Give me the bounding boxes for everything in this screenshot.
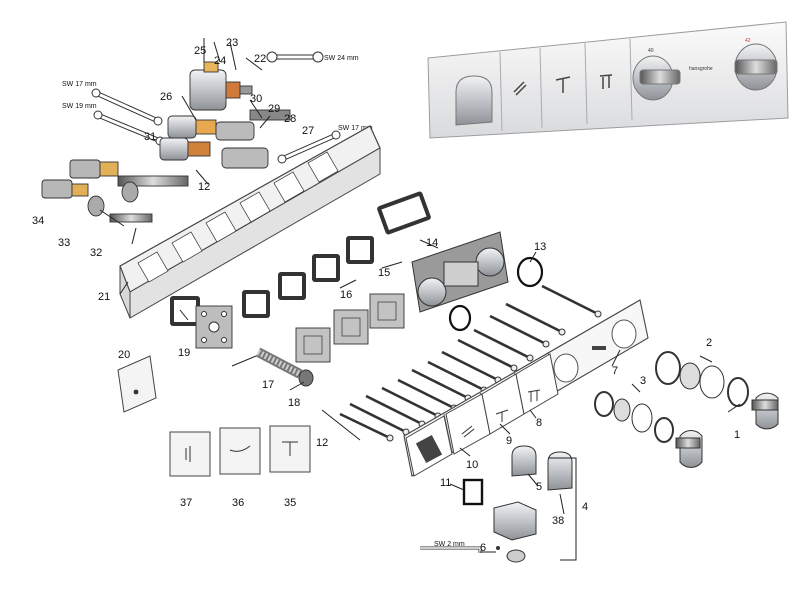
callout: 34	[32, 215, 44, 227]
knob-1	[751, 392, 779, 430]
callout: 16	[340, 289, 352, 301]
callout: 10	[466, 459, 478, 471]
frame-11	[462, 478, 484, 506]
cover-plate-35	[269, 425, 311, 473]
callout: 36	[232, 497, 244, 509]
button-panel	[405, 353, 559, 477]
callout: 8	[536, 417, 542, 429]
callout: 28	[284, 113, 296, 125]
wrench-sw24: SW 24 mm	[266, 51, 359, 63]
callout: 33	[58, 237, 70, 249]
callout: 31	[144, 131, 156, 143]
valve-body	[411, 231, 509, 313]
mounting-frame	[119, 125, 381, 319]
handshower-icon	[513, 81, 527, 96]
mounting-plate-19	[195, 305, 233, 349]
callout: 11	[440, 477, 451, 489]
callout: 27	[302, 125, 314, 137]
product-photo: hansgrohe 40 42	[427, 21, 789, 139]
brand-label: hansgrohe	[689, 66, 713, 72]
callout: 2	[706, 337, 712, 349]
callout: 32	[90, 247, 102, 259]
callout: 9	[506, 435, 512, 447]
callouts: 1 2 3 4 5 6 7 8 9 10 11 12 12 13 14 15 1…	[32, 37, 740, 554]
callout: 14	[426, 237, 438, 249]
callout: 35	[284, 497, 296, 509]
dial-mark-left: 40	[648, 48, 654, 54]
callout: 12	[316, 437, 328, 449]
tool-label: SW 17 mm	[62, 81, 97, 88]
fitting-18	[298, 369, 314, 387]
gasket-plates-16	[295, 293, 405, 363]
callout: 6	[480, 542, 486, 554]
callout: 37	[180, 497, 192, 509]
hose-17	[255, 347, 303, 379]
leader-lines	[99, 38, 741, 561]
callout: 5	[536, 481, 542, 493]
holder-parts	[493, 445, 573, 563]
cover-plate-36	[219, 427, 261, 475]
callout: 13	[534, 241, 546, 253]
callout: 23	[226, 37, 238, 49]
hex-key-sw2: SW 2 mm	[420, 541, 482, 553]
seal-frames	[170, 191, 431, 326]
thermostat-cartridge	[189, 61, 253, 111]
callout: 29	[268, 103, 280, 115]
flow-knob	[734, 43, 778, 91]
callout: 1	[734, 429, 740, 441]
callout: 24	[214, 55, 226, 67]
temperature-knob	[632, 55, 681, 101]
callout: 7	[612, 365, 618, 377]
callout: 3	[640, 375, 646, 387]
tool-label: SW 17 mm	[338, 125, 373, 132]
tool-label: SW 19 mm	[62, 103, 97, 110]
o-rings	[448, 256, 544, 332]
tool-label: SW 24 mm	[324, 55, 359, 62]
callout: 25	[194, 45, 206, 57]
wrench-sw17b: SW 17 mm	[277, 125, 373, 164]
shower-head-icon	[555, 76, 571, 93]
callout: 15	[378, 267, 390, 279]
callout: 21	[98, 291, 110, 303]
wrench-sw17a: SW 17 mm	[62, 81, 163, 126]
callout: 30	[250, 93, 262, 105]
callout: 38	[552, 515, 564, 527]
callout: 17	[262, 379, 274, 391]
cover-plate-20	[117, 355, 157, 413]
screws	[339, 284, 599, 440]
callout: 26	[160, 91, 172, 103]
tool-label: SW 2 mm	[434, 541, 465, 548]
callout: 19	[178, 347, 190, 359]
stop-valves-left	[41, 159, 189, 223]
knob-3	[675, 430, 703, 468]
callout: 22	[254, 53, 266, 65]
cover-plate-37	[169, 431, 211, 477]
callout: 4	[582, 501, 588, 513]
knob-rings-3	[594, 391, 674, 443]
callout: 20	[118, 349, 130, 361]
dial-mark-right: 42	[745, 38, 751, 44]
valve-cartridges	[159, 109, 291, 169]
callout: 18	[288, 397, 300, 409]
tub-spout-icon	[599, 74, 613, 89]
knob-rings-2	[655, 351, 749, 407]
callout: 12	[198, 181, 210, 193]
